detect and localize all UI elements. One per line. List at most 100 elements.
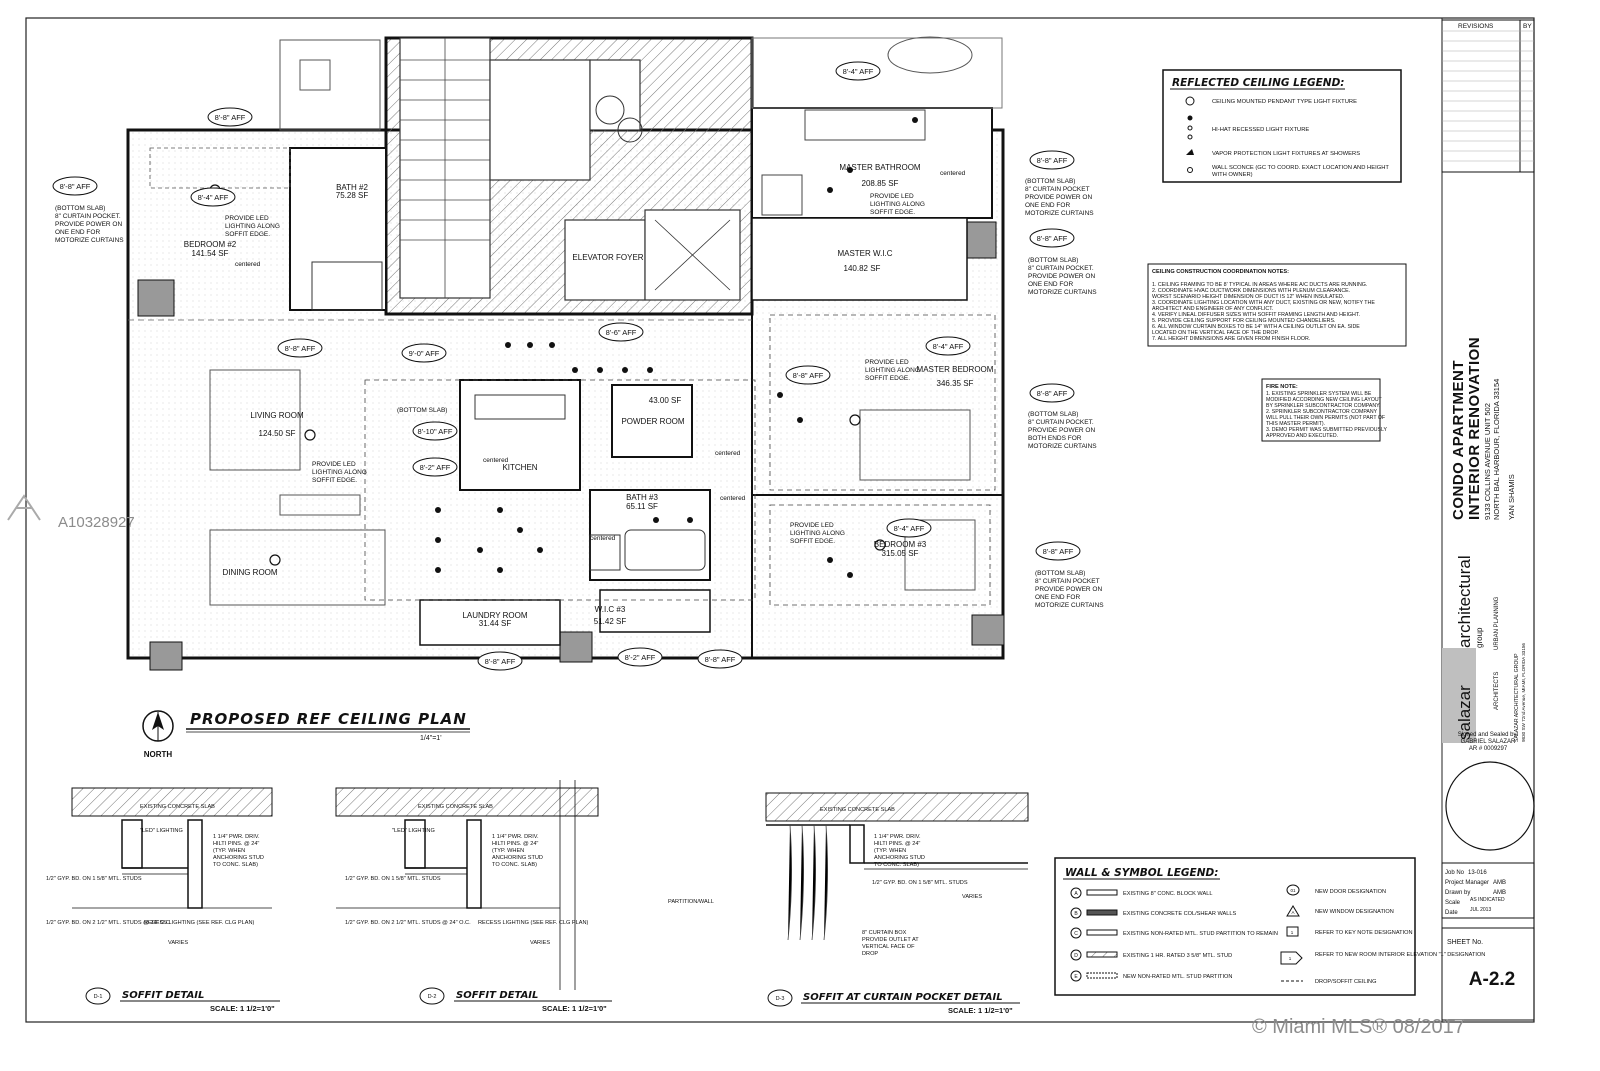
firm-name-light: salazar: [1455, 685, 1474, 740]
detail-label: TO CONC. SLAB): [213, 862, 258, 868]
fire-note-line: THIS MASTER PERMIT).: [1266, 421, 1325, 427]
firm-name-bold: architectural: [1455, 555, 1474, 648]
detail-label: EXISTING CONCRETE SLAB: [820, 807, 895, 813]
detail-label: HILTI PINS. @ 24": [874, 841, 920, 847]
ceiling-height: 8'-8" AFF: [1043, 547, 1074, 556]
curtain-note: (BOTTOM SLAB): [1028, 411, 1078, 418]
room-label: MASTER W.I.C: [837, 249, 892, 258]
north-label: NORTH: [144, 750, 173, 759]
curtain-note: PROVIDE POWER ON: [1028, 273, 1095, 280]
curtain-note: 8" CURTAIN POCKET.: [55, 213, 121, 220]
detail-id: D-3: [776, 996, 785, 1002]
notes-line: 5. PROVIDE CEILING SUPPORT FOR CEILING M…: [1152, 318, 1335, 324]
ceiling-height: 8'-2" AFF: [420, 463, 451, 472]
ceiling-legend-title: REFLECTED CEILING LEGEND:: [1172, 77, 1345, 89]
firm-block: salazar architectural group ARCHITECTS U…: [1442, 555, 1535, 851]
detail-label: (TYP. WHEN: [492, 848, 524, 854]
detail-scale: SCALE: 1 1/2=1'0": [542, 1004, 607, 1013]
curtain-note: MOTORIZE CURTAINS: [1035, 602, 1104, 609]
curtain-note: (BOTTOM SLAB): [55, 205, 105, 212]
led-note: PROVIDE LED: [312, 461, 356, 468]
room-label: ELEVATOR FOYER: [572, 253, 643, 262]
curtain-note: MOTORIZE CURTAINS: [1028, 289, 1097, 296]
room-area: 141.54 SF: [192, 249, 229, 258]
pendant-light-icon: [1185, 96, 1195, 106]
detail-label: RECESS LIGHTING (SEE REF. CLG PLAN): [144, 920, 254, 926]
curtain-note: (BOTTOM SLAB): [1035, 570, 1085, 577]
legend-mark: 01: [1290, 888, 1296, 893]
job-value: JUL 2013: [1470, 907, 1491, 913]
led-note: LIGHTING ALONG: [870, 201, 925, 208]
job-label: Project Manager: [1445, 880, 1489, 886]
legend-mark: 1: [1291, 930, 1294, 935]
recessed-light-icon: [1187, 115, 1193, 121]
detail-label: VARIES: [962, 894, 982, 900]
fire-note-title: FIRE NOTE:: [1266, 384, 1298, 390]
mls-logo-icon: [7, 494, 41, 521]
plan-title-block: NORTH PROPOSED REF CEILING PLAN 1/4"=1': [142, 710, 470, 759]
ceiling-height: 8'-8" AFF: [705, 655, 736, 664]
curtain-note: 8" CURTAIN POCKET: [1035, 578, 1100, 585]
job-label: Drawn by: [1445, 890, 1470, 896]
centered-note: centered: [235, 261, 261, 268]
title-block-border: [1441, 17, 1535, 1023]
notes-line: 1. CEILING FRAMING TO BE 8' TYPICAL IN A…: [1152, 282, 1367, 288]
detail-title: SOFFIT DETAIL: [456, 990, 538, 1001]
room-area: 31.44 SF: [479, 619, 512, 628]
sheet-number: A-2.2: [1469, 969, 1515, 990]
detail-title: SOFFIT DETAIL: [122, 990, 204, 1001]
ceiling-height: 8'-8" AFF: [1037, 234, 1068, 243]
firm-address: 9830 SW 72nd Avenue, MIAMI, FLORIDA 3315…: [1521, 643, 1526, 742]
ceiling-height: 8'-8" AFF: [1037, 156, 1068, 165]
led-note: SOFFIT EDGE.: [865, 375, 910, 382]
detail-id: D-2: [428, 994, 437, 1000]
curtain-note: PROVIDE POWER ON: [1035, 586, 1102, 593]
listing-id: A10328927: [58, 514, 135, 531]
legend-item: DROP/SOFFIT CEILING: [1315, 979, 1376, 985]
kitchen-island: [459, 379, 581, 491]
room-labels: BEDROOM #2 141.54 SF BATH #2 75.28 SF EL…: [184, 163, 994, 628]
wall-sconce-icon: [1187, 167, 1193, 173]
architect-ar: AR # 0009297: [1469, 746, 1508, 752]
detail-label: VARIES: [530, 940, 550, 946]
detail-scale: SCALE: 1 1/2=1'0": [948, 1006, 1013, 1015]
detail-label: 1/2" GYP. BD. ON 2 1/2" MTL. STUDS @ 24"…: [46, 920, 172, 926]
ceiling-height: 8'-4" AFF: [933, 342, 964, 351]
legend-item: VAPOR PROTECTION LIGHT FIXTURES AT SHOWE…: [1212, 151, 1360, 157]
curtain-note: PROVIDE POWER ON: [55, 221, 122, 228]
legend-item: EXISTING NON-RATED MTL. STUD PARTITION T…: [1123, 931, 1278, 937]
legend-item: EXISTING 8" CONC. BLOCK WALL: [1123, 891, 1212, 897]
fire-note-line: BY SPRINKLER SUBCONTRACTOR COMPANY.: [1266, 403, 1380, 409]
fire-note-line: 3. DEMO PERMIT WAS SUBMITTED PREVIOUSLY: [1266, 427, 1388, 433]
detail-label: EXISTING CONCRETE SLAB: [140, 804, 215, 810]
room-label: LAUNDRY ROOM: [462, 611, 527, 620]
wall-legend-title: WALL & SYMBOL LEGEND:: [1065, 867, 1218, 879]
room-label: BEDROOM #3: [874, 540, 927, 549]
curtain-note: ONE END FOR: [55, 229, 100, 236]
room-area: 43.00 SF: [649, 396, 682, 405]
ceiling-height: 8'-10" AFF: [418, 427, 453, 436]
firm-legal-name: SALAZAR ARCHITECTURAL GROUP: [1514, 653, 1520, 742]
wall-legend: WALL & SYMBOL LEGEND: A EXISTING 8" CONC…: [1054, 857, 1485, 996]
centered-note: centered: [590, 535, 616, 542]
detail-id: D-1: [94, 994, 103, 1000]
fire-note-line: MODIFIED ACCORDING NEW CEILING LAYOUT: [1266, 397, 1383, 403]
plan-title: PROPOSED REF CEILING PLAN: [190, 710, 467, 728]
detail-label: EXISTING CONCRETE SLAB: [418, 804, 493, 810]
coordination-notes: CEILING CONSTRUCTION COORDINATION NOTES:…: [1147, 263, 1407, 347]
led-note: PROVIDE LED: [865, 359, 909, 366]
detail-label: 1/2" GYP. BD. ON 1 5/8" MTL. STUDS: [872, 880, 968, 886]
room-label: BATH #2: [336, 183, 368, 192]
legend-item: WALL SCONCE (GC TO COORD. EXACT LOCATION…: [1212, 165, 1389, 171]
legend-item: HI-HAT RECESSED LIGHT FIXTURE: [1212, 127, 1309, 133]
led-note: SOFFIT EDGE.: [225, 231, 270, 238]
legend-mark: D: [1074, 953, 1078, 959]
job-value: AMB: [1493, 890, 1506, 896]
led-note: LIGHTING ALONG: [790, 530, 845, 537]
notes-line: 4. VERIFY LINEAL DIFFUSER SIZES WITH SOF…: [1152, 312, 1360, 318]
notes-title: CEILING CONSTRUCTION COORDINATION NOTES:: [1152, 269, 1289, 275]
detail-label: 1/2" GYP. BD. ON 1 5/8" MTL. STUDS: [345, 876, 441, 882]
legend-item: NEW NON-RATED MTL. STUD PARTITION: [1123, 974, 1232, 980]
detail-label: VERTICAL FACE OF: [862, 944, 915, 950]
project-address-2: NORTH BAL HARBOUR, FLORIDA 33154: [1492, 379, 1501, 520]
